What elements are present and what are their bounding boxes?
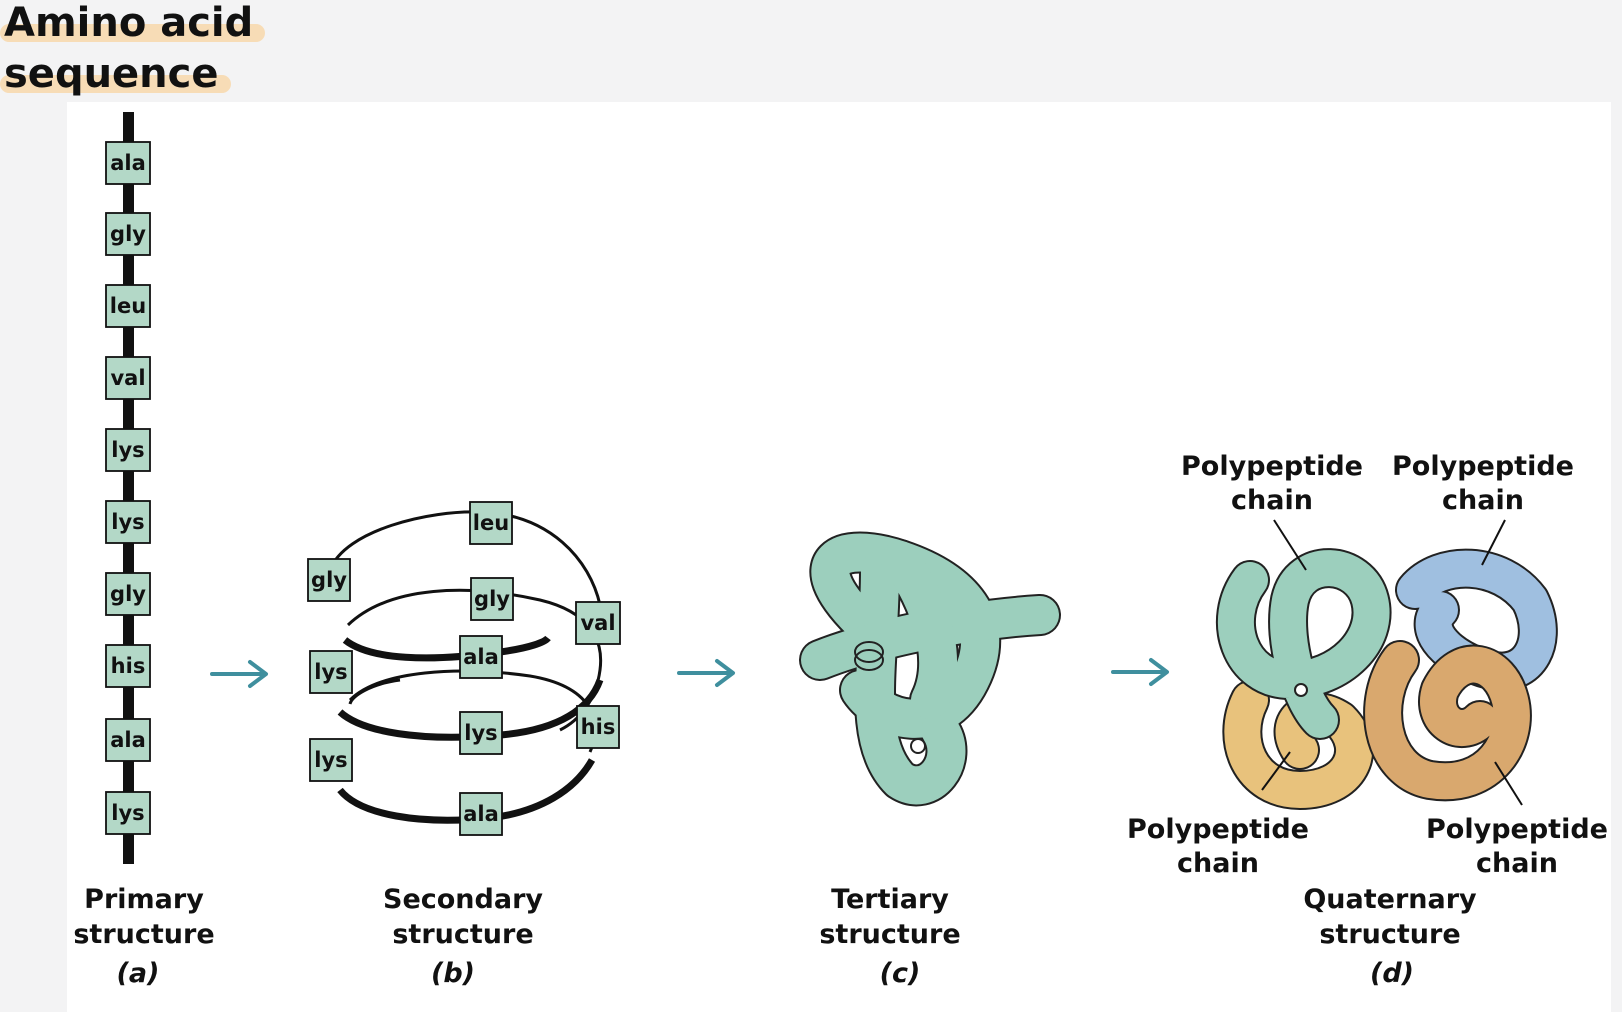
residue-b-5: ala — [459, 635, 503, 679]
caption-primary-2: structure — [73, 919, 214, 950]
caption-tertiary-1: Tertiary — [831, 884, 949, 915]
residue-b-4: val — [575, 601, 621, 645]
caption-quaternary-2: structure — [1319, 919, 1460, 950]
caption-quaternary-1: Quaternary — [1303, 884, 1477, 915]
caption-secondary-2: structure — [392, 919, 533, 950]
slide-title: Amino acid sequence — [0, 0, 266, 100]
svg-text:leu: leu — [473, 511, 509, 535]
svg-text:ala: ala — [463, 802, 499, 826]
svg-text:ala: ala — [463, 645, 499, 669]
svg-text:lys: lys — [111, 801, 144, 825]
pointer-line — [1494, 761, 1523, 806]
pointer-line — [1261, 751, 1291, 791]
residue-b-10: ala — [459, 792, 503, 836]
caption-secondary-letter: (b) — [431, 958, 475, 989]
residue-b-6: lys — [309, 650, 353, 694]
residue-a-3: leu — [105, 284, 151, 328]
residue-a-5: lys — [105, 428, 151, 472]
residue-b-8: his — [576, 705, 620, 749]
svg-text:lys: lys — [111, 510, 144, 534]
svg-text:ala: ala — [110, 728, 146, 752]
svg-text:leu: leu — [110, 294, 146, 318]
caption-tertiary-2: structure — [819, 919, 960, 950]
pointer-line — [1273, 519, 1307, 571]
svg-text:lys: lys — [314, 748, 347, 772]
residue-b-9: lys — [309, 738, 353, 782]
caption-primary-letter: (a) — [117, 958, 160, 989]
residue-a-2: gly — [105, 212, 151, 256]
chain-label-4-line1: Polypeptide — [1426, 814, 1608, 845]
chain-label-3-line1: Polypeptide — [1127, 814, 1309, 845]
caption-secondary-1: Secondary — [383, 884, 543, 915]
svg-text:his: his — [111, 654, 146, 678]
tertiary-structure: Tertiary structure (c) — [799, 531, 1061, 989]
svg-text:lys: lys — [464, 721, 497, 745]
svg-text:val: val — [110, 366, 145, 390]
residue-a-6: lys — [105, 500, 151, 544]
residue-a-9: ala — [105, 718, 151, 762]
quaternary-structure: Polypeptide chain Polypeptide chain Poly… — [1127, 451, 1608, 989]
chain-label-2-line2: chain — [1442, 485, 1524, 516]
caption-primary-1: Primary — [84, 884, 204, 915]
residue-a-8: his — [105, 644, 151, 688]
svg-text:gly: gly — [110, 222, 146, 246]
residue-b-2: gly — [307, 558, 351, 602]
svg-text:gly: gly — [311, 568, 347, 592]
title-line-1: Amino acid — [0, 0, 266, 49]
svg-text:his: his — [581, 715, 616, 739]
residue-a-7: gly — [105, 572, 151, 616]
caption-quaternary-letter: (d) — [1370, 958, 1414, 989]
residue-a-1: ala — [105, 141, 151, 185]
residue-a-4: val — [105, 356, 151, 400]
svg-text:val: val — [580, 611, 615, 635]
svg-text:lys: lys — [111, 438, 144, 462]
arrow-right-icon — [1111, 658, 1169, 686]
chain-label-2-line1: Polypeptide — [1392, 451, 1574, 482]
caption-tertiary-letter: (c) — [880, 958, 921, 989]
residue-b-1: leu — [469, 501, 513, 545]
svg-text:gly: gly — [110, 582, 146, 606]
residue-a-10: lys — [105, 791, 151, 835]
chain-label-1-line2: chain — [1231, 485, 1313, 516]
secondary-structure: leu gly gly val ala lys lys his lys ala … — [307, 501, 621, 989]
svg-text:gly: gly — [474, 587, 510, 611]
arrow-right-icon — [677, 659, 735, 687]
title-line-2: sequence — [0, 49, 230, 100]
chain-label-1-line1: Polypeptide — [1181, 451, 1363, 482]
residue-b-3: gly — [470, 577, 514, 621]
svg-text:ala: ala — [110, 151, 146, 175]
residue-b-7: lys — [459, 711, 503, 755]
arrow-right-icon — [210, 660, 268, 688]
pointer-line — [1481, 519, 1506, 566]
chain-label-4-line2: chain — [1476, 848, 1558, 879]
svg-text:lys: lys — [314, 660, 347, 684]
primary-structure: ala gly leu val lys lys gly his ala lys … — [73, 112, 215, 989]
chain-label-3-line2: chain — [1177, 848, 1259, 879]
backbone-line — [123, 112, 134, 864]
